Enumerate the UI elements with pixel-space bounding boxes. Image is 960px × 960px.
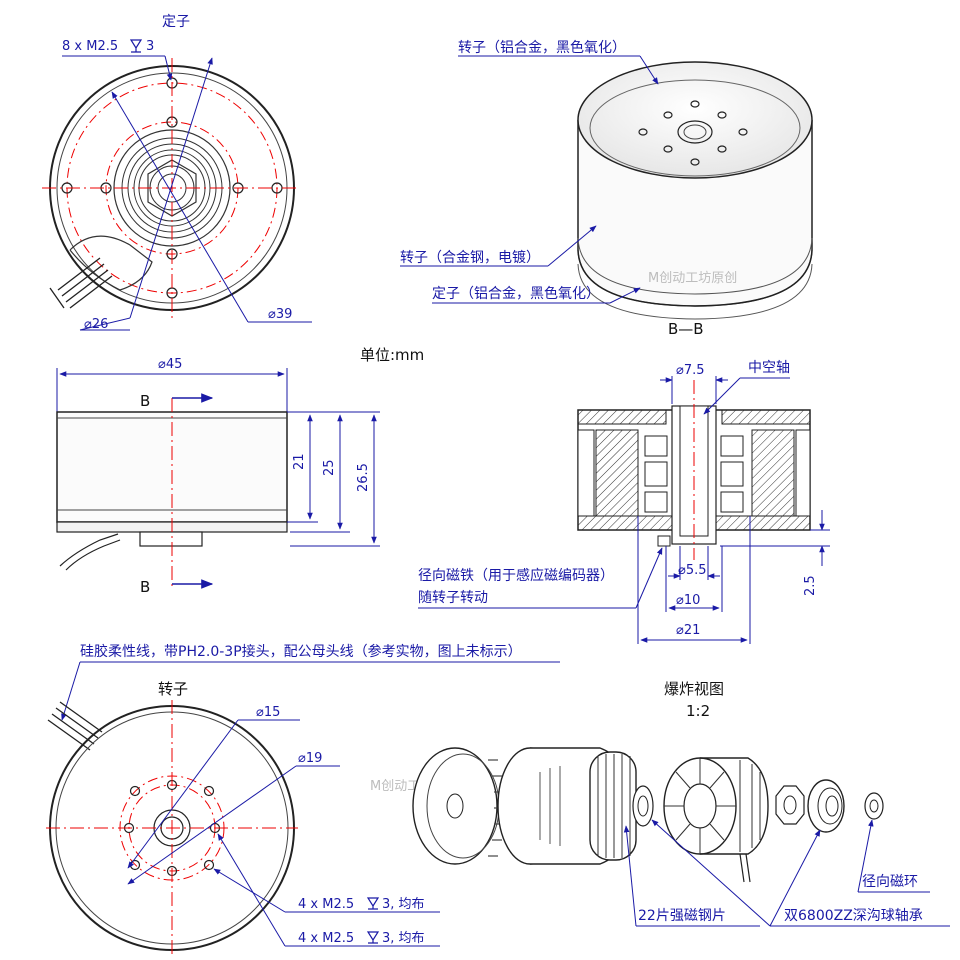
depth-icon [129,39,143,53]
label-rotates-with-rotor: 随转子转动 [418,590,488,606]
rotor-title: 转子 [158,680,188,698]
dim-phi-7-5: ⌀7.5 [676,363,705,378]
dim-21: 21 [292,453,307,470]
stator-title: 定子 [162,14,190,30]
section-title: B—B [668,320,704,338]
exploded-view: 爆炸视图 1:2 [412,680,950,927]
dim-phi-19: ⌀19 [298,751,322,766]
watermark-top: M创动工坊原创 [648,271,737,286]
stator-hole-depth: 3 [146,39,154,54]
motor-iso-view: 转子（铝合金，黑色氧化） 转子（合金钢，电镀） 定子（铝合金，黑色氧化） M创动… [400,39,813,320]
dim-25: 25 [322,459,337,476]
label-radial-magnet: 径向磁铁（用于感应磁编码器） [418,567,614,584]
rotor-holes [638,100,748,166]
section-mark-top: B [140,392,150,410]
dim-phi-10: ⌀10 [676,593,700,608]
label-rotor-top: 转子（铝合金，黑色氧化） [458,39,626,56]
exploded-scale: 1:2 [686,702,710,720]
section-bb-view: B—B ⌀7.5 中空轴 [418,320,830,644]
label-stator-side: 定子（铝合金，黑色氧化） [432,285,600,302]
callout-holes-2: 4 x M2.5 [298,931,354,946]
unit-label: 单位:mm [360,346,424,364]
dim-phi-26: ⌀26 [84,317,108,332]
exploded-title: 爆炸视图 [664,680,724,698]
dim-26-5: 26.5 [356,463,371,492]
callout-holes-1-tail: 3, 均布 [382,897,425,912]
stator-hole-callout: 8 x M2.5 [62,39,118,54]
callout-holes-2-tail: 3, 均布 [382,931,425,946]
depth-icon [366,897,380,910]
dim-phi-15: ⌀15 [256,705,280,720]
label-magnets: 22片强磁钢片 [638,908,726,924]
section-mark-bottom: B [140,578,150,596]
depth-icon [366,931,380,944]
motor-side-view: 单位:mm ⌀45 B B 21 25 26.5 [56,346,424,596]
dim-phi-21: ⌀21 [676,623,700,638]
label-radial-ring: 径向磁环 [862,874,918,890]
dim-phi-45: ⌀45 [158,357,182,372]
label-silicone-wire: 硅胶柔性线，带PH2.0-3P接头，配公母头线（参考实物，图上未标示） [80,643,522,660]
label-bearing: 双6800ZZ深沟球轴承 [784,908,923,924]
dim-phi-5-5: ⌀5.5 [678,563,707,578]
callout-holes-1: 4 x M2.5 [298,897,354,912]
label-rotor-side: 转子（合金钢，电镀） [400,249,540,266]
stator-front-view: 定子 8 x M2.5 [42,14,312,332]
dim-phi-39: ⌀39 [268,307,292,322]
label-hollow-shaft: 中空轴 [748,360,790,376]
dim-2-5: 2.5 [803,575,818,596]
rotor-front-view: 硅胶柔性线，带PH2.0-3P接头，配公母头线（参考实物，图上未标示） 转子 ⌀… [46,643,560,955]
